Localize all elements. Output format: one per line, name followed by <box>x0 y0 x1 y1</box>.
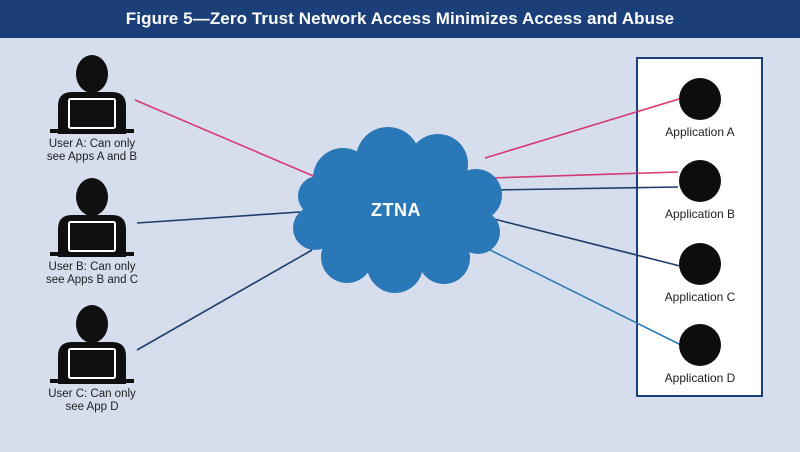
connection-ztna-app-b-user-b <box>491 186 679 191</box>
connection-user-b-ztna <box>136 211 301 224</box>
connection-user-a-ztna <box>134 99 319 179</box>
ztna-label: ZTNA <box>371 200 421 220</box>
user-a-label-line1: User A: Can only <box>48 138 136 150</box>
application-a-label: Application A <box>665 125 735 139</box>
application-d-node-icon <box>679 324 721 366</box>
user-c-icon <box>50 305 134 384</box>
application-a-node-icon <box>679 78 721 120</box>
user-b-icon <box>50 178 134 257</box>
connection-ztna-app-b-user-a <box>489 171 679 179</box>
connection-ztna-app-c <box>489 217 681 267</box>
connection-user-c-ztna <box>136 249 313 351</box>
user-c-label: User C: Can only see App D <box>32 388 152 414</box>
connection-ztna-app-a <box>484 98 680 159</box>
user-c-label-line1: User C: Can only <box>48 388 136 400</box>
user-b-label-line1: User B: Can only <box>48 261 136 273</box>
application-c-node-icon <box>679 243 721 285</box>
user-c-label-line2: see App D <box>65 401 119 413</box>
application-d-label: Application D <box>664 371 736 385</box>
cloud-icon <box>293 127 502 293</box>
application-c-label: Application C <box>664 290 736 304</box>
figure-title: Figure 5—Zero Trust Network Access Minim… <box>0 0 800 38</box>
user-a-label: User A: Can only see Apps A and B <box>32 138 152 164</box>
user-a-label-line2: see Apps A and B <box>46 151 138 163</box>
user-b-label: User B: Can only see Apps B and C <box>32 261 152 287</box>
user-a-icon <box>50 55 134 134</box>
application-b-label: Application B <box>664 207 736 221</box>
application-b-node-icon <box>679 160 721 202</box>
user-b-label-line2: see Apps B and C <box>45 274 139 286</box>
connection-ztna-app-d <box>469 239 682 346</box>
